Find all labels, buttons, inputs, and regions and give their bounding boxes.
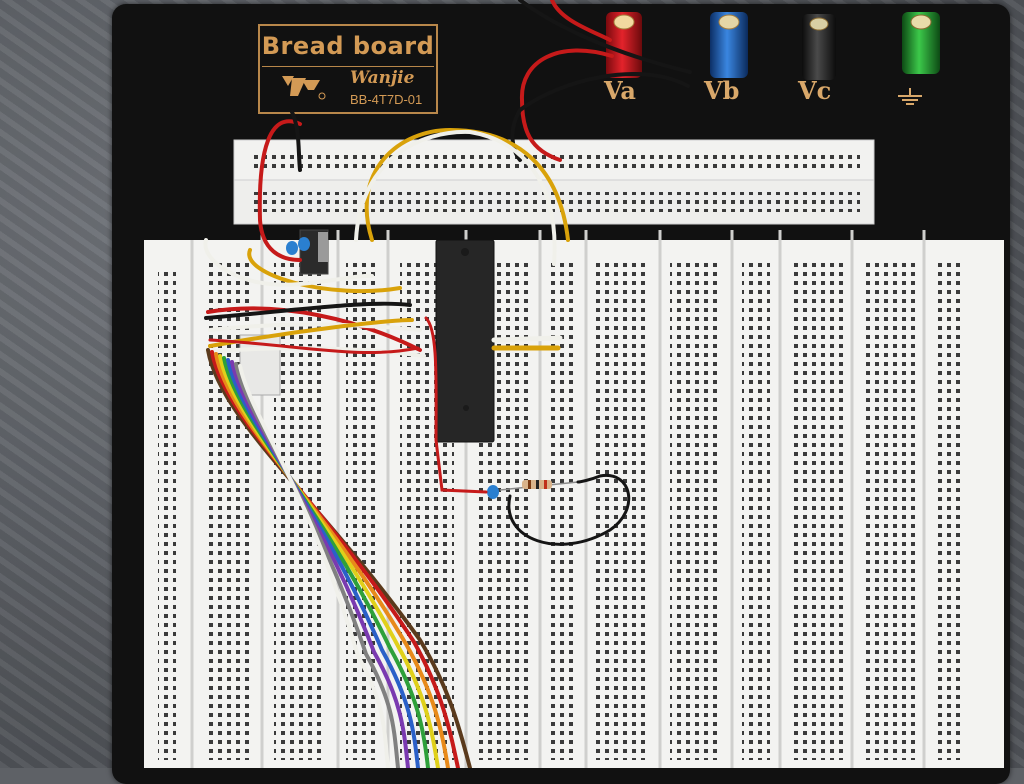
jumper-wires [203,0,692,768]
brand-name: Wanjie [350,68,415,88]
breadboard-scene [144,0,1004,768]
brand-logo-icon [282,76,326,100]
top-power-rail [233,139,875,225]
dip-ic-chip [435,239,495,443]
post-label-vb: Vb [704,76,740,105]
post-label-va: Va [604,76,636,105]
black-binding-post-icon [802,14,836,80]
capacitor-icon [298,237,310,251]
capacitor-icon [286,241,298,255]
voltage-regulator [299,229,329,275]
blue-binding-post-icon [710,12,748,78]
capacitor-icon [487,485,499,499]
brand-label-panel [258,24,438,114]
model-number: BB-4T7D-01 [350,92,423,107]
post-label-vc: Vc [798,76,832,105]
terminal-strips [144,230,1004,768]
brand-label-title: Bread board [261,32,435,60]
ground-binding-post-icon [898,12,940,105]
resistor-icon [499,480,579,491]
red-binding-post-icon [606,12,642,78]
brand-label-divider [262,66,434,67]
